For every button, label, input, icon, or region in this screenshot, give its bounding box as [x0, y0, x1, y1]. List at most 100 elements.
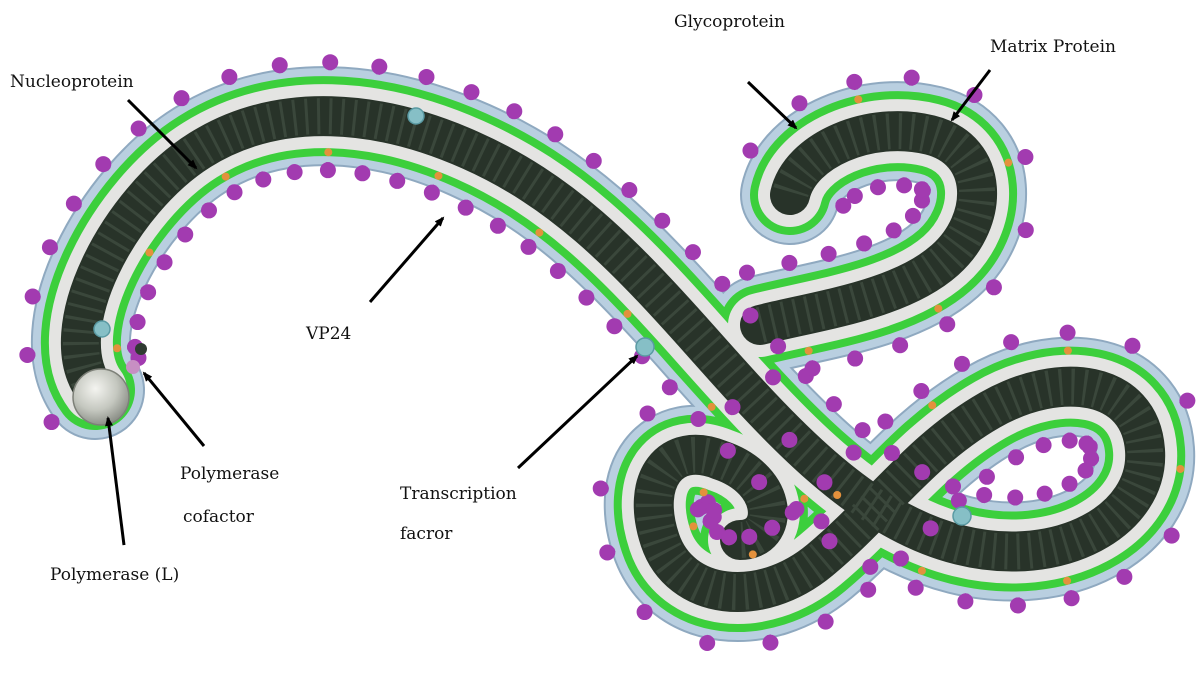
glycoprotein-spike	[822, 533, 838, 549]
glycoprotein-spike	[884, 445, 900, 461]
glycoprotein-spike	[914, 464, 930, 480]
glycoprotein-spike	[939, 316, 955, 332]
glycoprotein-spike	[521, 239, 537, 255]
vp24-dot	[833, 491, 841, 499]
glycoprotein-spike	[699, 635, 715, 651]
glycoprotein-spike	[354, 165, 370, 181]
vp24-dot	[689, 522, 697, 530]
glycoprotein-spike	[739, 265, 755, 281]
vp24-dot	[700, 488, 708, 496]
glycoprotein-spike	[550, 263, 566, 279]
glycoprotein-spike	[1007, 489, 1023, 505]
glycoprotein-spike	[896, 177, 912, 193]
glycoprotein-spike	[1060, 325, 1076, 341]
vp24-dot	[805, 347, 813, 355]
vp24-dot	[854, 95, 862, 103]
glycoprotein-spike	[1036, 437, 1052, 453]
glycoprotein-spike	[621, 182, 637, 198]
glycoprotein-spike	[923, 520, 939, 536]
glycoprotein-spike	[877, 413, 893, 429]
vp24-dot	[1004, 159, 1012, 167]
nucleoprotein-label: Nucleoprotein	[10, 70, 134, 94]
polymerase-cofactor-blob	[126, 360, 140, 374]
glycoprotein-spike	[1164, 528, 1180, 544]
glycoprotein-spike	[1017, 149, 1033, 165]
glycoprotein-spike	[44, 414, 60, 430]
glycoprotein-spike	[1078, 436, 1094, 452]
polymerase-l-label: Polymerase (L)	[50, 563, 179, 587]
glycoprotein-spike	[913, 383, 929, 399]
glycoprotein-spike	[690, 411, 706, 427]
glycoprotein-spike	[818, 614, 834, 630]
vp24-dot	[145, 248, 153, 256]
glycoprotein-spike	[1062, 476, 1078, 492]
glycoprotein-label: Glycoprotein	[674, 10, 785, 34]
glycoprotein-spike	[821, 246, 837, 262]
glycoprotein-spike	[662, 379, 678, 395]
glycoprotein-spike	[418, 69, 434, 85]
glycoprotein-spike	[954, 356, 970, 372]
vp24-dot	[623, 310, 631, 318]
glycoprotein-spike	[816, 474, 832, 490]
glycoprotein-spike	[227, 184, 243, 200]
glycoprotein-spike	[893, 551, 909, 567]
polymerase-l-sphere	[73, 369, 129, 425]
glycoprotein-spike	[586, 153, 602, 169]
glycoprotein-spike	[255, 171, 271, 187]
glycoprotein-spike	[1116, 569, 1132, 585]
glycoprotein-spike	[272, 57, 288, 73]
glycoprotein-spike	[640, 405, 656, 421]
polymerase-cofactor-label-line2: cofactor	[183, 505, 254, 529]
glycoprotein-spike	[201, 202, 217, 218]
glycoprotein-spike	[1064, 590, 1080, 606]
glycoprotein-spike	[389, 173, 405, 189]
glycoprotein-spike	[892, 337, 908, 353]
glycoprotein-spike	[1062, 433, 1078, 449]
vp24-dot	[918, 567, 926, 575]
transcription-factor-blob	[953, 507, 971, 525]
glycoprotein-spike	[741, 529, 757, 545]
polymerase-l-arrow	[108, 418, 124, 545]
vp24-dot	[1063, 577, 1071, 585]
glycoprotein-spike	[690, 501, 706, 517]
glycoprotein-spike	[1124, 338, 1140, 354]
transcription-factor-blob	[94, 321, 110, 337]
glycoprotein-spike	[287, 164, 303, 180]
vp24-label: VP24	[306, 322, 351, 346]
glycoprotein-spike	[957, 593, 973, 609]
glycoprotein-spike	[905, 208, 921, 224]
glycoprotein-spike	[578, 290, 594, 306]
glycoprotein-spike	[860, 582, 876, 598]
transcription-factor-label-line2: facror	[400, 522, 452, 546]
vp24-dot	[749, 550, 757, 558]
glycoprotein-spike	[66, 196, 82, 212]
glycoprotein-spike	[742, 307, 758, 323]
transcription-factor-blob	[636, 338, 654, 356]
glycoprotein-spike	[846, 74, 862, 90]
glycoprotein-spike	[791, 95, 807, 111]
glycoprotein-spike	[130, 314, 146, 330]
glycoprotein-spike	[547, 126, 563, 142]
glycoprotein-spike	[781, 255, 797, 271]
glycoprotein-spike	[951, 493, 967, 509]
glycoprotein-spike	[599, 544, 615, 560]
glycoprotein-spike	[1179, 393, 1195, 409]
glycoprotein-spike	[770, 338, 786, 354]
glycoprotein-spike	[781, 432, 797, 448]
glycoprotein-spike	[1018, 222, 1034, 238]
matrix-protein-label: Matrix Protein	[990, 35, 1116, 59]
glycoprotein-spike	[742, 143, 758, 159]
glycoprotein-arrow	[748, 82, 796, 128]
glycoprotein-spike	[593, 480, 609, 496]
glycoprotein-spike	[174, 90, 190, 106]
polymerase-cofactor-blob	[135, 343, 147, 355]
vp24-dot	[434, 172, 442, 180]
glycoprotein-spike	[458, 200, 474, 216]
vp24-dot	[1176, 465, 1184, 473]
vp24-dot	[800, 495, 808, 503]
vp24-dot	[1064, 347, 1072, 355]
glycoprotein-spike	[322, 54, 338, 70]
glycoprotein-spike	[765, 369, 781, 385]
glycoprotein-spike	[751, 474, 767, 490]
glycoprotein-spike	[177, 226, 193, 242]
